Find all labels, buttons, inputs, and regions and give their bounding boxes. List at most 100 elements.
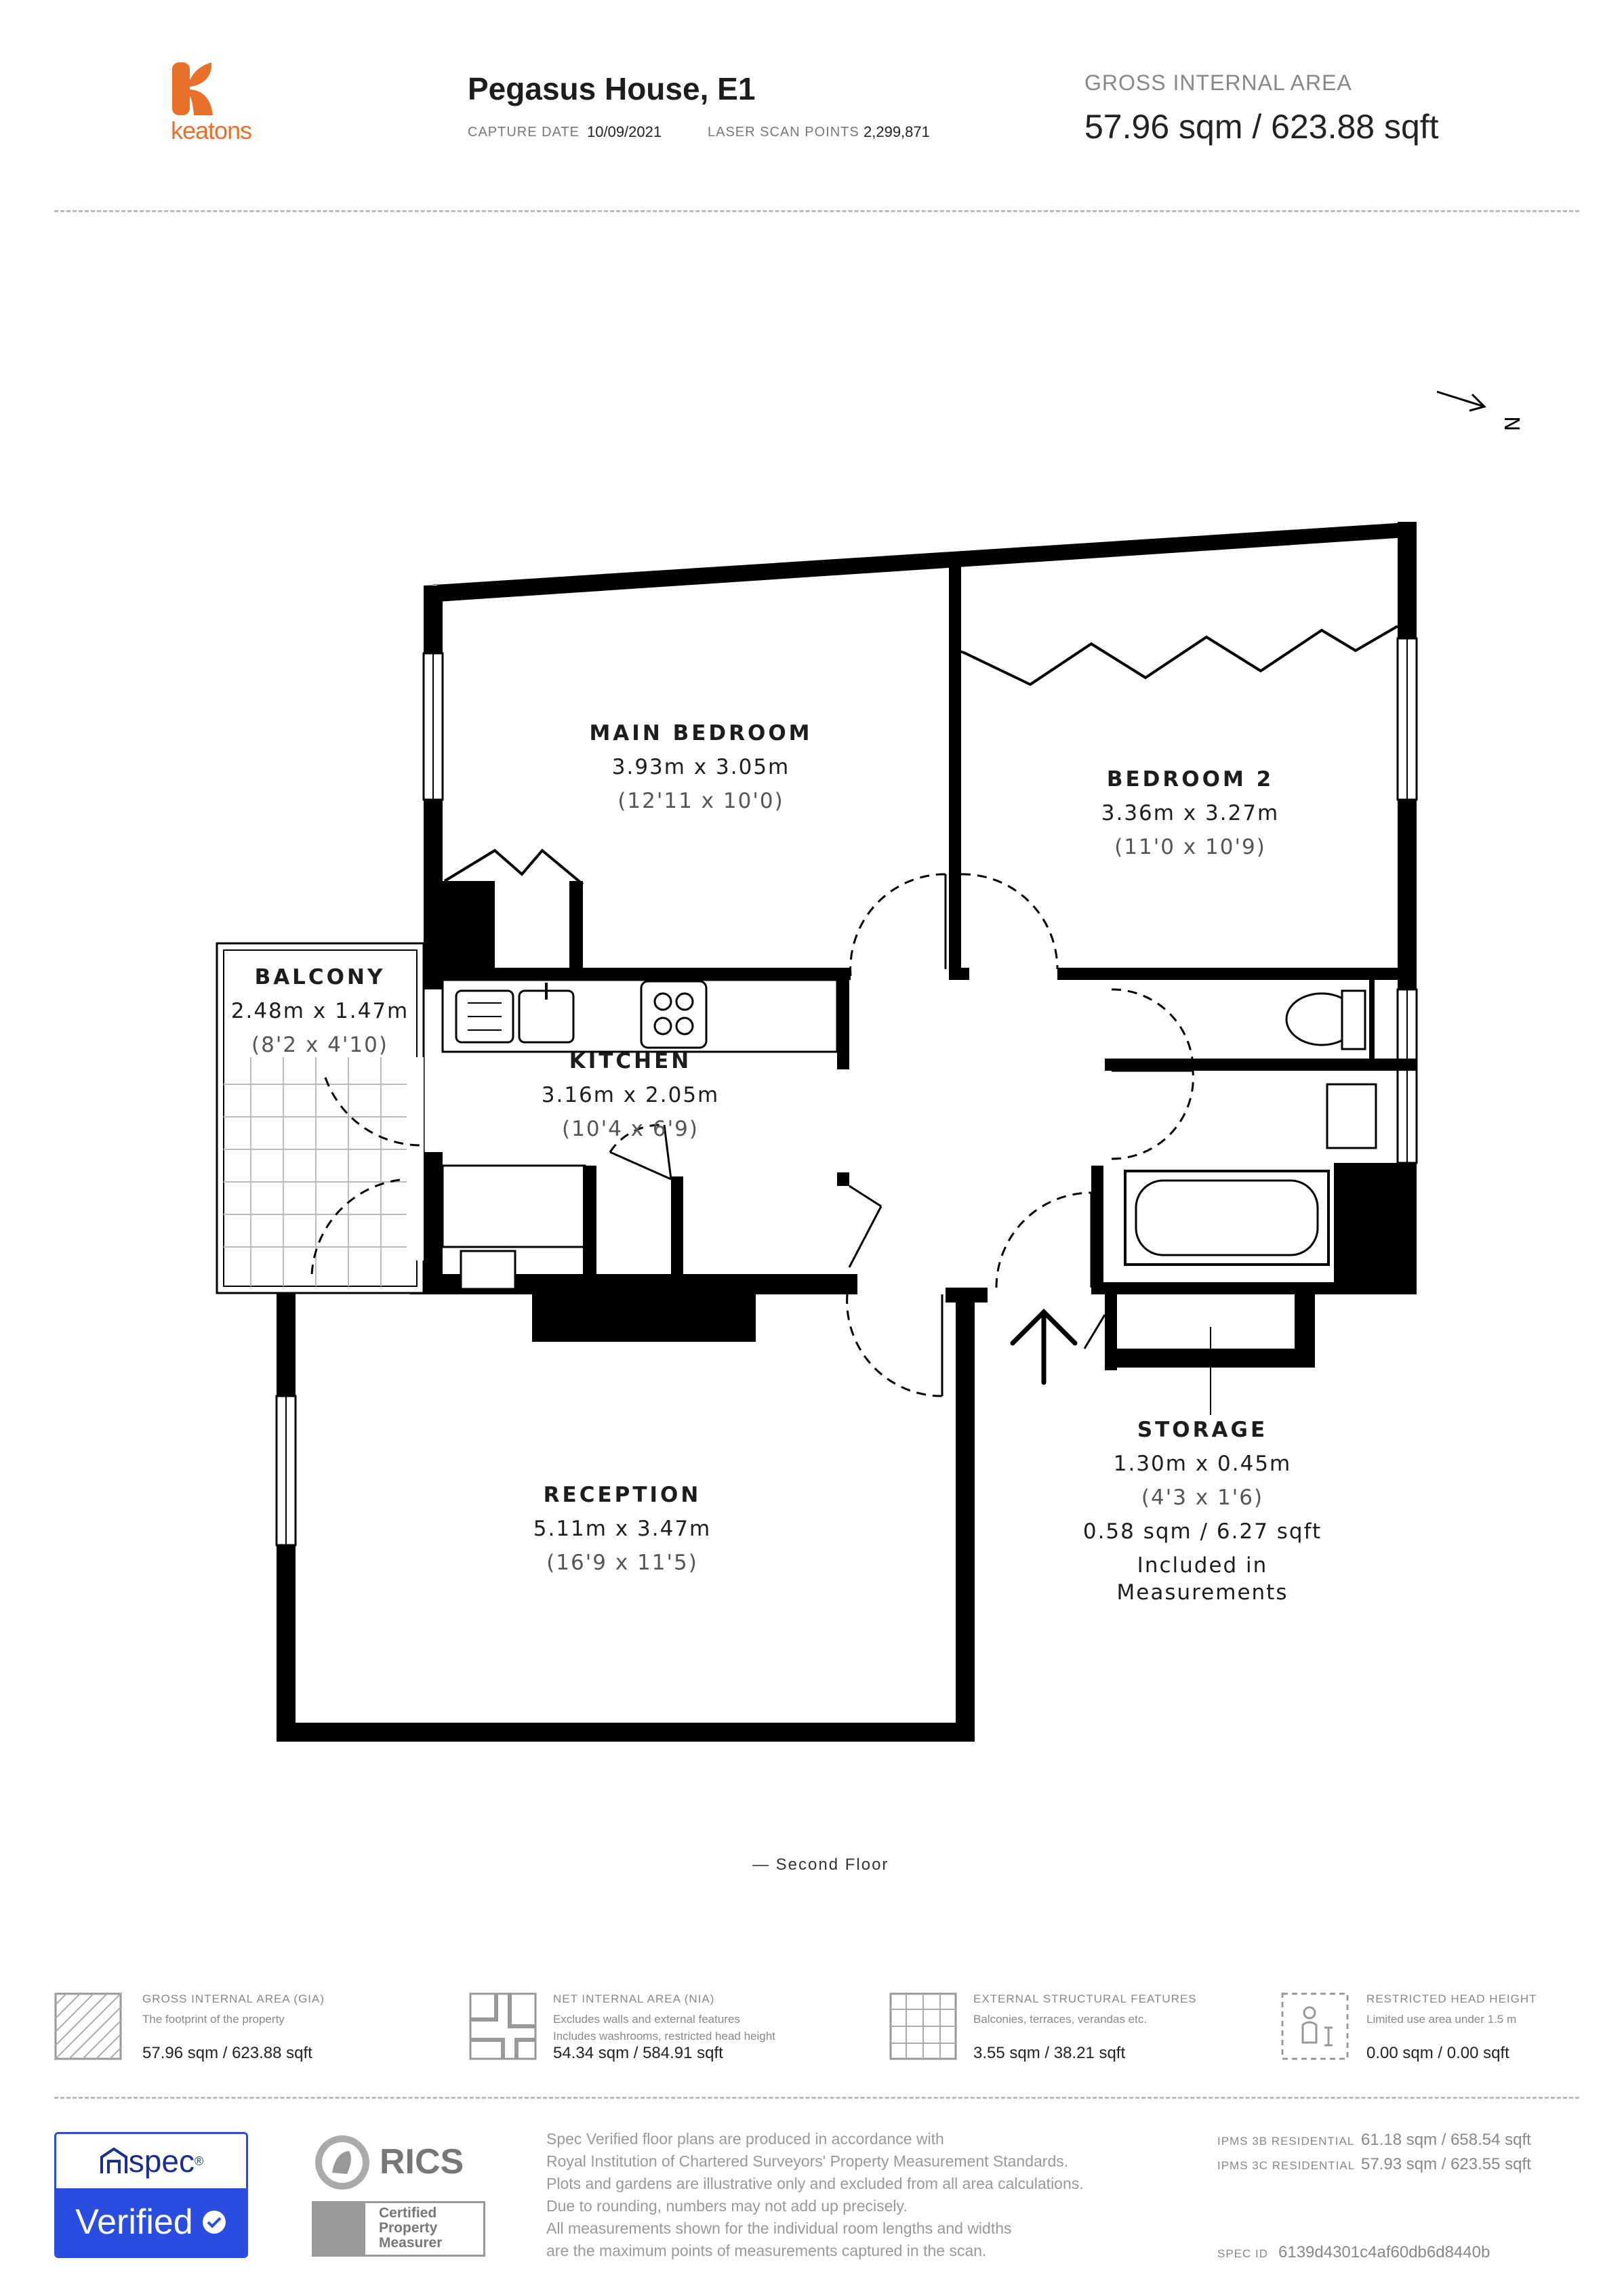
room-dims: 3.93m x 3.05m [611,755,790,779]
ipms-3b-label: IPMS 3B RESIDENTIAL [1217,2135,1355,2148]
room-reception: RECEPTION 5.11m x 3.47m (16'9 x 11'5) [533,1483,712,1575]
spec-verified-badge: spec® Verified [54,2132,248,2258]
spec-logo: spec® [56,2134,246,2188]
room-main-bedroom: MAIN BEDROOM 3.93m x 3.05m (12'11 x 10'0… [589,721,812,813]
bedroom-divider-wall [949,562,961,976]
disclaimer-line: All measurements shown for the individua… [546,2219,1012,2237]
header-divider [54,210,1579,212]
disclaimer-line: Royal Institution of Chartered Surveyors… [546,2152,1069,2170]
spec-id-value: 6139d4301c4af60db6d8440b [1278,2243,1490,2261]
storage-note-1: Included in [1137,1553,1268,1578]
person-icon [1281,1992,1349,2060]
room-dims: 3.36m x 3.27m [1101,801,1280,825]
disclaimer: Spec Verified floor plans are produced i… [546,2128,1211,2262]
spec-house-icon [100,2147,127,2173]
room-imperial: (16'9 x 11'5) [546,1551,698,1575]
ipms-3b-value: 61.18 sqm / 658.54 sqft [1361,2131,1531,2149]
rics-certified-badge: Certified Property Measurer [312,2201,485,2257]
legend-nia-desc-1: Excludes walls and external features [553,2013,740,2026]
storage-walls [1105,1282,1117,1370]
cert-line-2: Property [379,2220,438,2236]
reception-left-wall [277,1274,296,1396]
verified-bar: Verified [56,2188,246,2256]
entrance-arrow-icon [1010,1309,1078,1385]
spec-registered: ® [194,2154,204,2168]
legend-external-desc: Balconies, terraces, verandas etc. [973,2013,1148,2026]
disclaimer-line: Spec Verified floor plans are produced i… [546,2130,944,2148]
room-dims: 3.16m x 2.05m [541,1083,720,1107]
gia-header-label: GROSS INTERNAL AREA [1084,70,1352,95]
door-swings [310,873,1194,1397]
room-imperial: (11'0 x 10'9) [1114,835,1266,859]
legend-nia-title: NET INTERNAL AREA (NIA) [553,1992,715,2005]
room-imperial: (4'3 x 1'6) [1141,1485,1264,1510]
room-name: MAIN BEDROOM [589,721,813,745]
legend-restricted-desc: Limited use area under 1.5 m [1366,2013,1517,2026]
bedroom2-bottom-wall [1057,968,1417,980]
laser-scan-label: LASER SCAN POINTS [708,125,859,140]
disclaimer-line: Plots and gardens are illustrative only … [546,2175,1084,2192]
basin-icon [1326,1083,1377,1149]
legend-restricted-title: RESTRICTED HEAD HEIGHT [1366,1992,1537,2005]
brand-name: keatons [171,117,252,144]
legend-external-title: EXTERNAL STRUCTURAL FEATURES [973,1992,1197,2005]
capture-date-label: CAPTURE DATE [468,125,580,140]
gia-hatch-icon [54,1992,122,2060]
room-imperial: (10'4 x 6'9) [562,1117,699,1141]
legend-gia-title: GROSS INTERNAL AREA (GIA) [142,1992,325,2005]
room-dims: 2.48m x 1.47m [230,999,409,1023]
room-dims: 1.30m x 0.45m [1113,1452,1292,1476]
room-imperial: (8'2 x 4'10) [251,1033,388,1057]
floor-plan: N [216,390,1523,1742]
rics-logo-text: RICS [380,2142,464,2181]
storage-area: 0.58 sqm / 6.27 sqft [1082,1519,1322,1544]
legend-nia-desc-2: Includes washrooms, restricted head heig… [553,2030,775,2043]
north-label: N [1499,416,1523,431]
legend-gia-value: 57.96 sqm / 623.88 sqft [142,2044,312,2062]
cert-line-1: Certified [379,2205,437,2221]
room-kitchen: KITCHEN 3.16m x 2.05m (10'4 x 6'9) [542,1049,720,1141]
gia-header-value: 57.96 sqm / 623.88 sqft [1084,108,1439,146]
kitchen-top-wall [424,968,851,980]
room-name: STORAGE [1137,1418,1268,1442]
room-storage: STORAGE 1.30m x 0.45m (4'3 x 1'6) 0.58 s… [1083,1418,1322,1605]
north-arrow-icon [1436,390,1486,412]
footer-divider [54,2097,1579,2099]
disclaimer-line: Due to rounding, numbers may not add up … [546,2197,908,2215]
ipms-3c-label: IPMS 3C RESIDENTIAL [1217,2159,1356,2172]
legend-gia-desc: The footprint of the property [142,2013,285,2026]
room-name: KITCHEN [569,1049,692,1073]
spec-id-label: SPEC ID [1217,2247,1269,2260]
verified-label: Verified [75,2202,193,2242]
room-name: BALCONY [254,965,386,989]
room-name: RECEPTION [543,1483,702,1507]
room-dims: 5.11m x 3.47m [533,1517,712,1541]
top-outer-wall [424,522,1417,602]
kitchen-hob [640,980,708,1049]
legend-nia-value: 54.34 sqm / 584.91 sqft [553,2044,723,2062]
disclaimer-line: are the maximum points of measurements c… [546,2242,987,2259]
legend-restricted-value: 0.00 sqm / 0.00 sqft [1366,2044,1509,2062]
ipms-3c-value: 57.93 sqm / 623.55 sqft [1361,2155,1531,2173]
plan-walls [216,390,1486,1742]
room-balcony: BALCONY 2.48m x 1.47m (8'2 x 4'10) [231,965,409,1057]
check-icon [202,2211,226,2234]
keatons-logo-icon [172,62,213,115]
capture-date: 10/09/2021 [587,123,662,140]
storage-note-2: Measurements [1116,1580,1288,1605]
room-bedroom-2: BEDROOM 2 3.36m x 3.27m (11'0 x 10'9) [1101,767,1280,859]
spec-word: spec [128,2144,195,2179]
nia-plan-icon [469,1992,537,2060]
reception-bottom-wall [277,1723,975,1742]
room-imperial: (12'11 x 10'0) [617,789,784,813]
laser-scan-points: 2,299,871 [864,123,930,140]
cert-line-3: Measurer [379,2235,443,2251]
bedroom2-wardrobe [962,625,1399,686]
legend-external-value: 3.55 sqm / 38.21 sqft [973,2044,1126,2062]
property-address: Pegasus House, E1 [468,71,756,106]
balcony-tiles [224,1057,417,1286]
grid-icon [889,1992,957,2060]
floor-label: — Second Floor [752,1856,889,1874]
wc-bath-wall [1105,1059,1417,1071]
reception-right-wall [956,1288,975,1742]
